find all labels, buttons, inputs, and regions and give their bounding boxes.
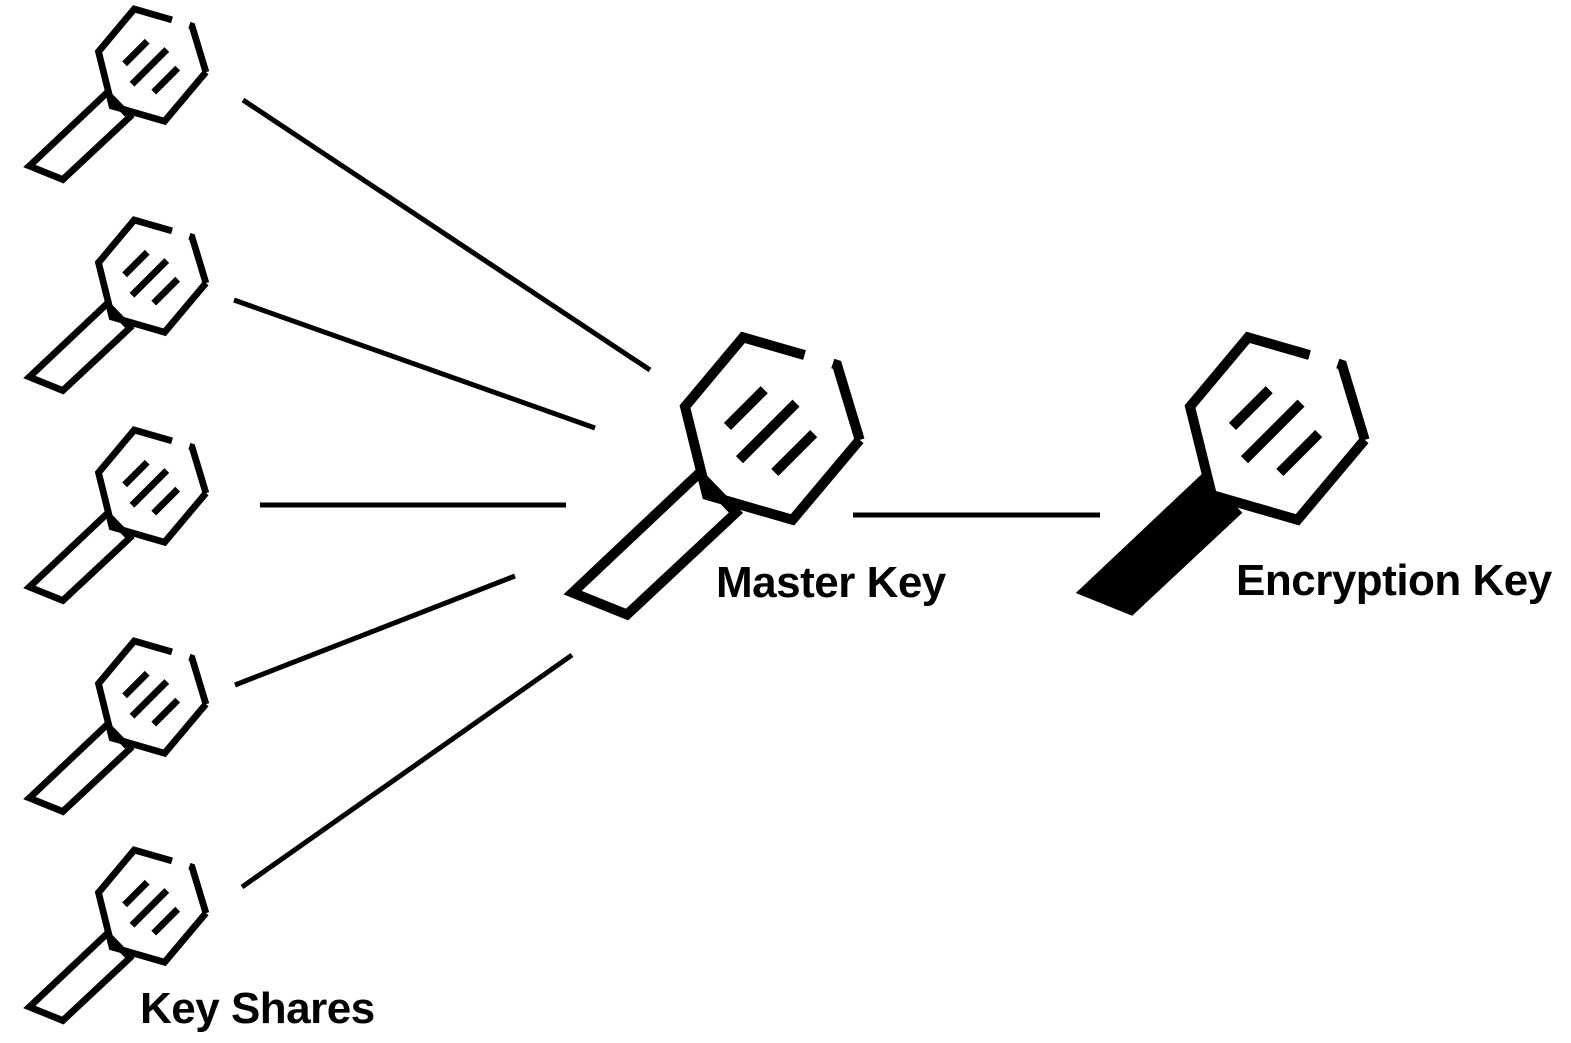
key-share-icon-1 <box>3 0 226 211</box>
master-key-label: Master Key <box>716 558 946 607</box>
edge-key-share-4-master <box>234 573 516 688</box>
key-shares-label: Key Shares <box>140 984 375 1033</box>
key-share-icon-2 <box>3 200 226 423</box>
encryption-key-icon <box>1076 304 1397 636</box>
master-key-icon <box>530 304 892 666</box>
edge-key-share-1-master <box>241 97 652 373</box>
edge-key-share-5-master <box>240 652 574 890</box>
edge-key-share-2-master <box>233 297 596 431</box>
key-share-icon-4 <box>3 621 226 844</box>
key-share-icon-3 <box>3 410 226 633</box>
encryption-key-label: Encryption Key <box>1236 556 1552 605</box>
